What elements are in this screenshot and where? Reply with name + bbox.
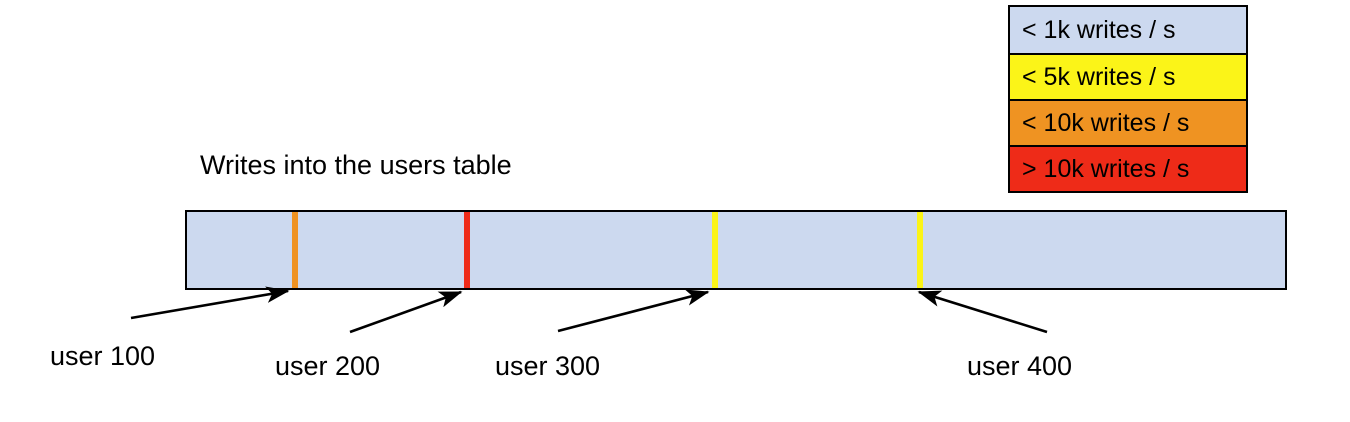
legend-item-lt-1k: < 1k writes / s	[1010, 7, 1246, 53]
user-300-stripe	[712, 212, 718, 288]
user-200-stripe	[464, 212, 470, 288]
legend-item-gt-10k: > 10k writes / s	[1010, 145, 1246, 191]
user-400-arrow	[917, 290, 1048, 334]
user-100-label: user 100	[50, 341, 156, 371]
user-100-stripe	[292, 212, 298, 288]
user-300-label: user 300	[495, 351, 601, 381]
user-100-arrow	[130, 286, 290, 320]
chart-title: Writes into the users table	[200, 150, 512, 180]
user-300-arrow	[557, 289, 710, 333]
user-400-stripe	[917, 212, 923, 288]
user-200-arrow	[349, 290, 463, 334]
legend-item-lt-10k: < 10k writes / s	[1010, 99, 1246, 145]
users-table-bar	[185, 210, 1287, 290]
legend-item-label: < 5k writes / s	[1022, 62, 1176, 91]
legend-item-label: < 1k writes / s	[1022, 15, 1176, 44]
user-200-label: user 200	[275, 351, 381, 381]
legend-item-label: < 10k writes / s	[1022, 108, 1190, 137]
legend: < 1k writes / s < 5k writes / s < 10k wr…	[1008, 5, 1248, 193]
legend-item-label: > 10k writes / s	[1022, 154, 1190, 183]
user-400-label: user 400	[967, 351, 1073, 381]
legend-item-lt-5k: < 5k writes / s	[1010, 53, 1246, 99]
